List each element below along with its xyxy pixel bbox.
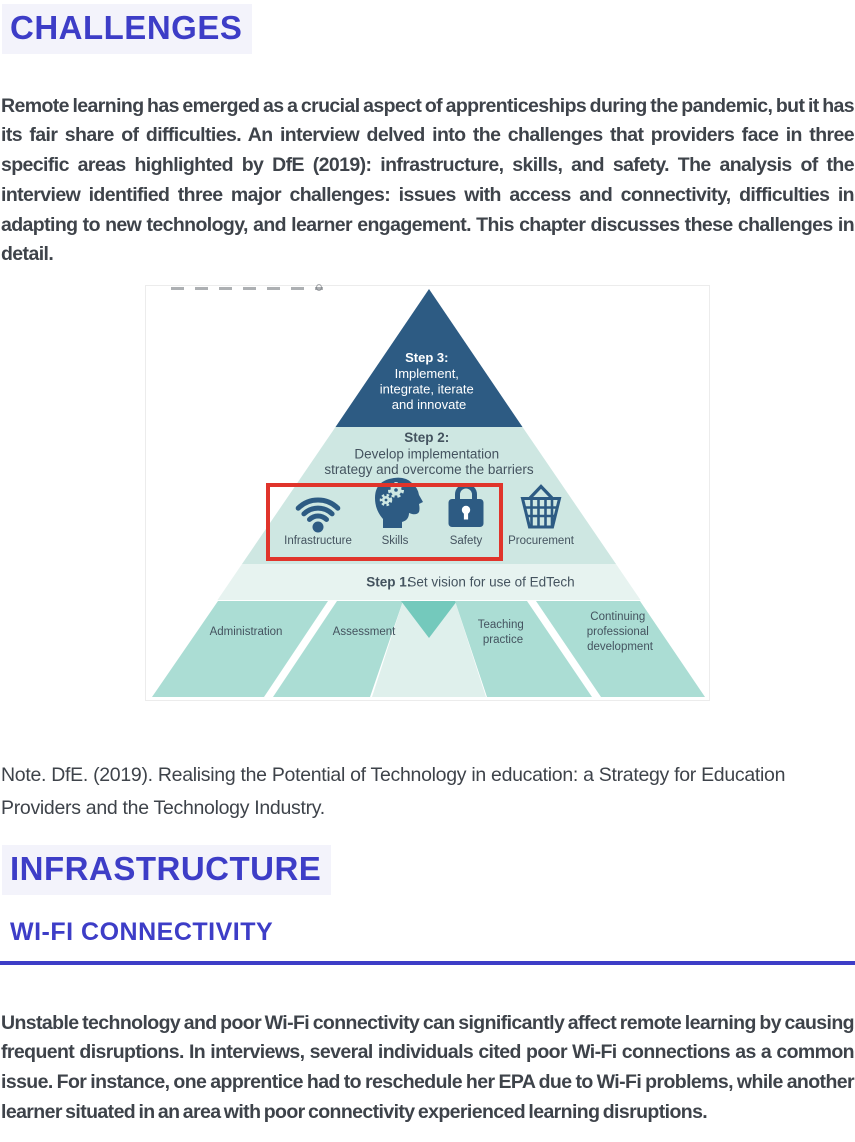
label-teaching-practice: Teaching practice bbox=[478, 615, 529, 646]
pyramid-step3-triangle bbox=[335, 289, 523, 427]
cropped-caption-fragment bbox=[171, 287, 323, 290]
wifi-paragraph: Unstable technology and poor Wi-Fi conne… bbox=[1, 1011, 855, 1123]
base-center-wedge bbox=[372, 601, 486, 697]
challenges-paragraph: Remote learning has emerged as a crucial… bbox=[1, 94, 855, 266]
icon-label-safety: Safety bbox=[450, 535, 483, 547]
segment-administration bbox=[152, 601, 328, 697]
step1-text: Step 1: Set vision for use of EdTech bbox=[366, 574, 574, 591]
label-administration: Administration bbox=[210, 626, 283, 638]
step2-text: Step 2: Develop implementation strategy … bbox=[324, 429, 534, 477]
pyramid-step2-band bbox=[242, 427, 616, 564]
challenges-heading: CHALLENGES bbox=[10, 9, 243, 46]
blue-divider-rule bbox=[0, 961, 855, 965]
icon-label-skills: Skills bbox=[382, 535, 409, 547]
icon-label-infrastructure: Infrastructure bbox=[284, 535, 352, 547]
red-highlight-rectangle bbox=[266, 483, 503, 561]
pyramid-step1-band bbox=[217, 564, 641, 600]
label-assessment: Assessment bbox=[333, 626, 396, 638]
wifi-connectivity-subheading: WI-FI CONNECTIVITY bbox=[10, 918, 274, 946]
pyramid-diagram: Step 3: Implement, integrate, iterate an… bbox=[152, 289, 705, 697]
infrastructure-heading: INFRASTRUCTURE bbox=[10, 850, 322, 887]
edtech-pyramid-figure: Step 3: Implement, integrate, iterate an… bbox=[145, 284, 710, 701]
figure-note: Note. DfE. (2019). Realising the Potenti… bbox=[1, 763, 786, 820]
challenges-heading-box: CHALLENGES bbox=[2, 4, 253, 54]
segment-teaching-practice bbox=[455, 601, 592, 697]
segment-assessment bbox=[273, 601, 403, 697]
icon-label-procurement: Procurement bbox=[508, 535, 575, 547]
segment-cpd bbox=[536, 601, 705, 697]
wifi-icon bbox=[295, 497, 341, 533]
cropped-caption-descender bbox=[316, 284, 322, 291]
base-center-notch bbox=[401, 601, 457, 638]
basket-icon bbox=[520, 484, 562, 529]
step3-text: Step 3: Implement, integrate, iterate an… bbox=[380, 349, 478, 412]
infrastructure-heading-box: INFRASTRUCTURE bbox=[2, 845, 332, 895]
label-cpd: Continuing professional development bbox=[587, 607, 654, 653]
